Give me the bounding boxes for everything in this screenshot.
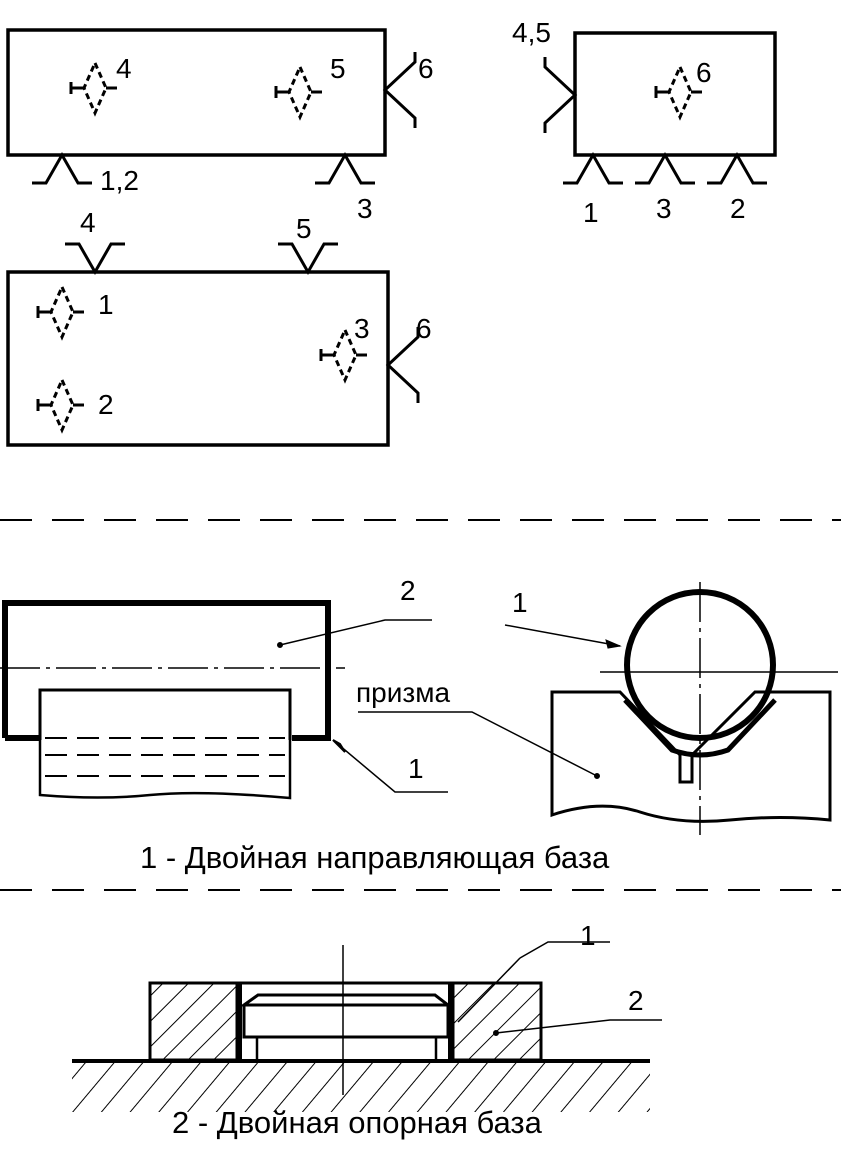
label: 2 bbox=[98, 389, 114, 420]
workpiece-c bbox=[6, 270, 390, 447]
prism-label: призма bbox=[356, 677, 450, 708]
caption-support-base: 2 - Двойная опорная база bbox=[172, 1105, 543, 1140]
label: 3 bbox=[656, 193, 672, 224]
label: 2 bbox=[400, 575, 416, 606]
label: 4,5 bbox=[512, 17, 551, 48]
workpiece-b bbox=[573, 31, 777, 157]
clamp-symbol bbox=[274, 86, 322, 98]
guide-base-left bbox=[0, 600, 448, 800]
clamp-symbol bbox=[667, 63, 693, 121]
prism-assembly bbox=[358, 582, 838, 835]
support-symbol bbox=[563, 151, 623, 185]
support-symbol bbox=[707, 151, 767, 185]
label: 1 bbox=[580, 920, 596, 951]
side-support-symbol bbox=[382, 52, 417, 128]
clamp-symbol bbox=[654, 86, 702, 98]
label: 2 bbox=[628, 985, 644, 1016]
clamp-symbol bbox=[69, 82, 117, 94]
clamp-symbol bbox=[319, 349, 367, 361]
label: 2 bbox=[730, 193, 746, 224]
support-base-assembly bbox=[72, 941, 662, 1112]
clamp-symbol bbox=[49, 283, 75, 341]
support-symbol bbox=[32, 151, 92, 185]
side-support-symbol bbox=[543, 57, 578, 133]
support-symbol bbox=[278, 242, 338, 276]
support-symbol bbox=[65, 242, 125, 276]
label: 4 bbox=[80, 207, 96, 238]
label: 1 bbox=[583, 197, 599, 228]
caption-guide-base: 1 - Двойная направляющая база bbox=[140, 840, 610, 875]
support-symbol bbox=[635, 151, 695, 185]
label: 4 bbox=[116, 53, 132, 84]
clamp-symbol bbox=[82, 59, 108, 117]
support-symbol bbox=[315, 151, 375, 185]
label: 5 bbox=[330, 53, 346, 84]
label: 6 bbox=[418, 53, 434, 84]
clamp-symbol bbox=[287, 63, 313, 121]
label: 1 bbox=[408, 753, 424, 784]
label: 6 bbox=[416, 313, 432, 344]
label: 1,2 bbox=[100, 165, 139, 196]
clamp-symbol bbox=[36, 399, 84, 411]
clamp-symbol bbox=[36, 306, 84, 318]
side-support-symbol bbox=[385, 327, 420, 403]
clamp-symbol bbox=[49, 376, 75, 434]
label: 5 bbox=[296, 213, 312, 244]
label: 1 bbox=[98, 289, 114, 320]
workpiece-a bbox=[6, 28, 387, 157]
label: 6 bbox=[696, 57, 712, 88]
label: 3 bbox=[357, 193, 373, 224]
clamp-symbol bbox=[332, 326, 358, 384]
label: 3 bbox=[354, 313, 370, 344]
label: 1 bbox=[512, 587, 528, 618]
